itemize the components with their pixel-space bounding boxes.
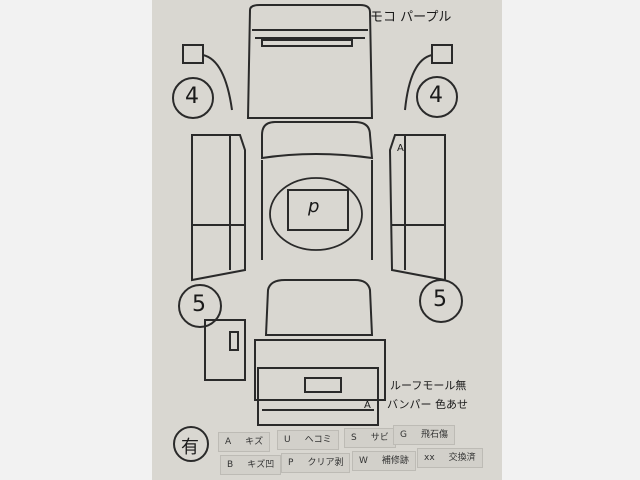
left-side	[191, 134, 246, 282]
front-right-wheel-circle	[416, 76, 458, 118]
color-note: モコ パープル	[370, 10, 452, 25]
rear-bumper-mark: A	[364, 400, 371, 411]
hood-outline	[246, 4, 374, 119]
front-left-wheel-circle	[172, 77, 214, 119]
presence-mark: 有	[181, 437, 199, 458]
right-side	[388, 134, 446, 282]
rear-left-wheel-mark: 5	[192, 292, 206, 317]
note-bumper-fade: バンパー 色あせ	[387, 398, 469, 411]
note-roof-molding: ルーフモール無	[390, 379, 467, 392]
roof	[287, 189, 349, 231]
roof-mark-circle	[269, 177, 363, 251]
right-door-mark: A	[397, 143, 404, 154]
front-right-wheel-mark: 4	[429, 83, 443, 108]
rear-body	[254, 339, 386, 401]
rear-right-wheel-mark: 5	[433, 287, 447, 312]
rear-left-wheel-circle	[178, 284, 222, 328]
windshield	[261, 121, 374, 160]
rear-right-wheel-circle	[419, 279, 463, 323]
rear-bumper	[257, 367, 379, 426]
rear-window	[264, 279, 374, 336]
front-left-wheel-mark: 4	[185, 84, 199, 109]
presence-mark-circle	[173, 426, 209, 462]
roof-mark: P	[308, 196, 320, 217]
